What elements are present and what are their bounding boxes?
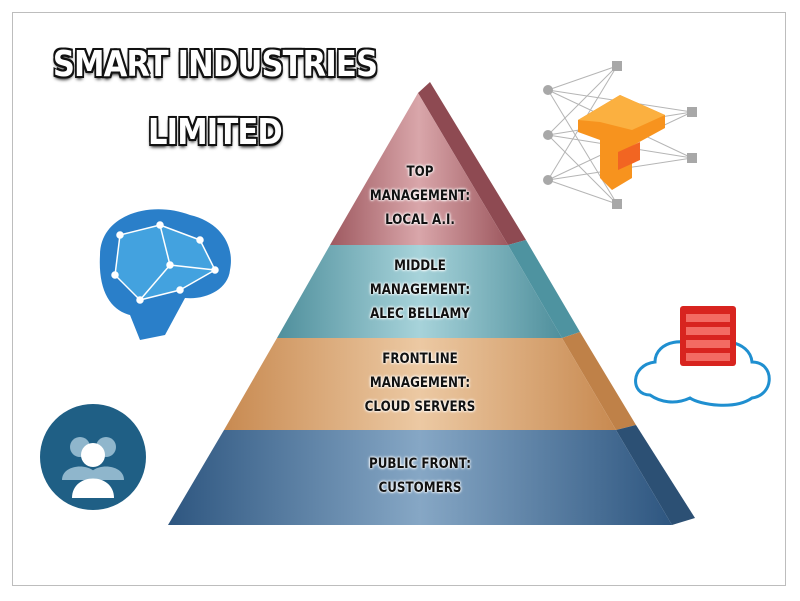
side-top <box>418 82 526 245</box>
level-public-label: PUBLIC FRONT: CUSTOMERS <box>344 452 497 500</box>
label-line: LOCAL A.I. <box>385 212 455 228</box>
title-line-1: SMART INDUSTRIES <box>52 44 378 85</box>
band-top <box>330 93 508 245</box>
label-line: TOP <box>406 164 434 180</box>
label-line: CUSTOMERS <box>378 480 462 496</box>
users-icon <box>40 404 146 510</box>
label-line: MIDDLE <box>394 258 446 274</box>
side-public <box>616 425 695 525</box>
label-line: PUBLIC FRONT: <box>369 456 471 472</box>
level-middle-label: MIDDLE MANAGEMENT: ALEC BELLAMY <box>344 254 497 326</box>
title-line-2: LIMITED <box>148 112 283 153</box>
cloud-server-icon <box>634 306 771 407</box>
label-line: MANAGEMENT: <box>369 375 471 391</box>
label-line: CLOUD SERVERS <box>364 399 476 415</box>
band-frontline <box>224 338 616 430</box>
tensorflow-network-icon <box>543 61 697 209</box>
label-line: ALEC BELLAMY <box>370 306 470 322</box>
diagram-frame <box>12 12 786 586</box>
side-frontline <box>562 332 636 430</box>
brain-network-icon <box>99 209 231 340</box>
label-line: MANAGEMENT: <box>369 188 471 204</box>
band-public <box>168 430 672 525</box>
level-top-label: TOP MANAGEMENT: LOCAL A.I. <box>344 160 497 232</box>
side-middle <box>508 240 580 338</box>
level-frontline-label: FRONTLINE MANAGEMENT: CLOUD SERVERS <box>344 347 497 419</box>
band-middle <box>277 245 562 338</box>
label-line: MANAGEMENT: <box>369 282 471 298</box>
label-line: FRONTLINE <box>382 351 458 367</box>
